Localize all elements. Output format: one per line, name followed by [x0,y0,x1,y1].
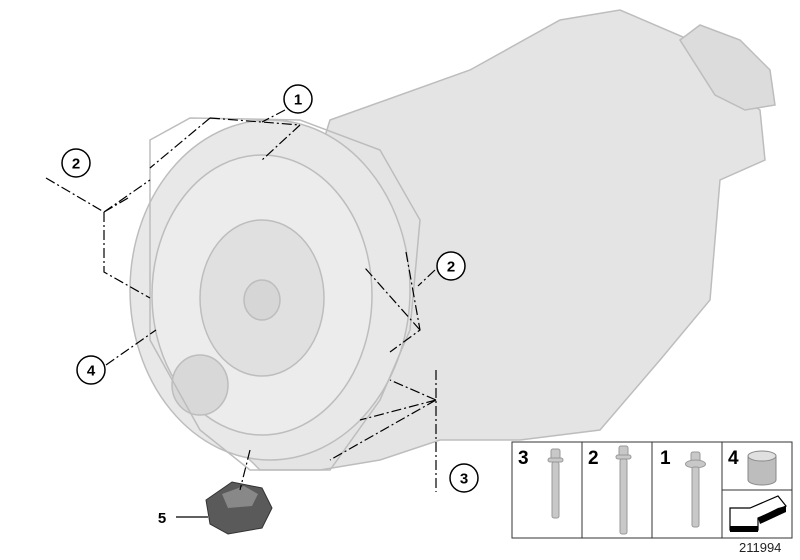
image-id: 211994 [739,540,782,555]
legend-cell-4: 4 [728,448,777,486]
sleeve-icon [747,450,777,486]
callout-number: 1 [294,92,302,109]
legend-cell-3: 3 [518,448,564,519]
callout-2-right: 2 [436,251,466,281]
leader-lines [45,109,437,492]
svg-text:4: 4 [728,448,739,469]
callout-number: 5 [158,510,166,527]
callout-number: 3 [460,471,468,488]
callout-number: 4 [87,363,96,380]
callout-1: 1 [283,84,313,114]
callout-number: 2 [447,259,455,276]
svg-text:2: 2 [588,448,599,469]
legend-cell-2: 2 [588,445,632,535]
callout-2-left: 2 [61,148,91,178]
parts-legend: 3 2 1 4 [511,441,793,539]
svg-text:3: 3 [518,448,529,469]
legend-cell-1: 1 [660,448,706,528]
bolt-long-icon [615,445,632,535]
callout-number: 2 [72,156,80,173]
callout-4: 4 [76,355,106,385]
bolt-short-icon [547,448,564,519]
transmission-mount [205,481,273,535]
callout-5: 5 [158,510,166,527]
callout-3: 3 [449,463,479,493]
svg-text:1: 1 [660,448,671,469]
bolt-flange-icon [685,451,706,528]
direction-arrow-icon [729,495,787,532]
transmission-illustration [129,9,776,471]
